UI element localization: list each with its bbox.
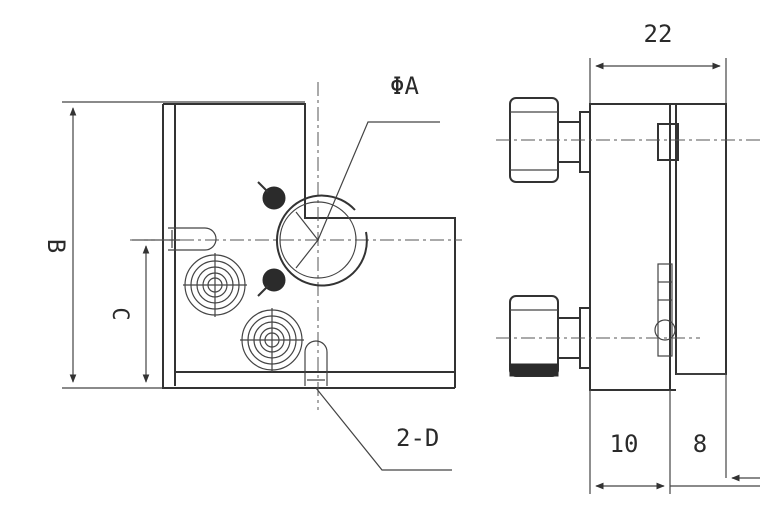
dimension-b: B bbox=[42, 101, 305, 389]
two-d-callout: 2-D bbox=[315, 387, 452, 471]
bore-circle bbox=[276, 194, 368, 287]
adjuster-spring-left bbox=[183, 253, 247, 317]
side-screw-bottom bbox=[496, 295, 700, 377]
tapped-hole-left bbox=[168, 227, 217, 251]
dimension-22: 22 bbox=[589, 20, 727, 104]
dimension-10: 10 bbox=[589, 390, 671, 494]
dim-c-label: C bbox=[107, 307, 132, 320]
side-plate-left bbox=[589, 103, 671, 391]
dim-10-label: 10 bbox=[610, 430, 639, 458]
dim-b-label: B bbox=[42, 239, 70, 253]
dim-8-label: 8 bbox=[693, 430, 707, 458]
adjuster-spring-right bbox=[240, 308, 304, 372]
side-screw-top bbox=[496, 97, 760, 183]
front-body bbox=[162, 103, 456, 389]
two-d-label: 2-D bbox=[396, 424, 439, 452]
dimension-8: 8 bbox=[670, 430, 760, 487]
ball-contact-bottom bbox=[262, 268, 286, 292]
side-plate-right bbox=[675, 103, 727, 375]
dimension-c: C bbox=[107, 239, 180, 383]
phi-a-label: ΦA bbox=[390, 72, 419, 100]
dim-22-label: 22 bbox=[644, 20, 673, 48]
ball-contact-top bbox=[262, 186, 286, 210]
phi-a-callout: ΦA bbox=[317, 72, 440, 241]
front-view: B C bbox=[42, 72, 462, 471]
tapped-hole-bottom bbox=[304, 340, 328, 386]
side-view: 22 bbox=[496, 20, 760, 494]
